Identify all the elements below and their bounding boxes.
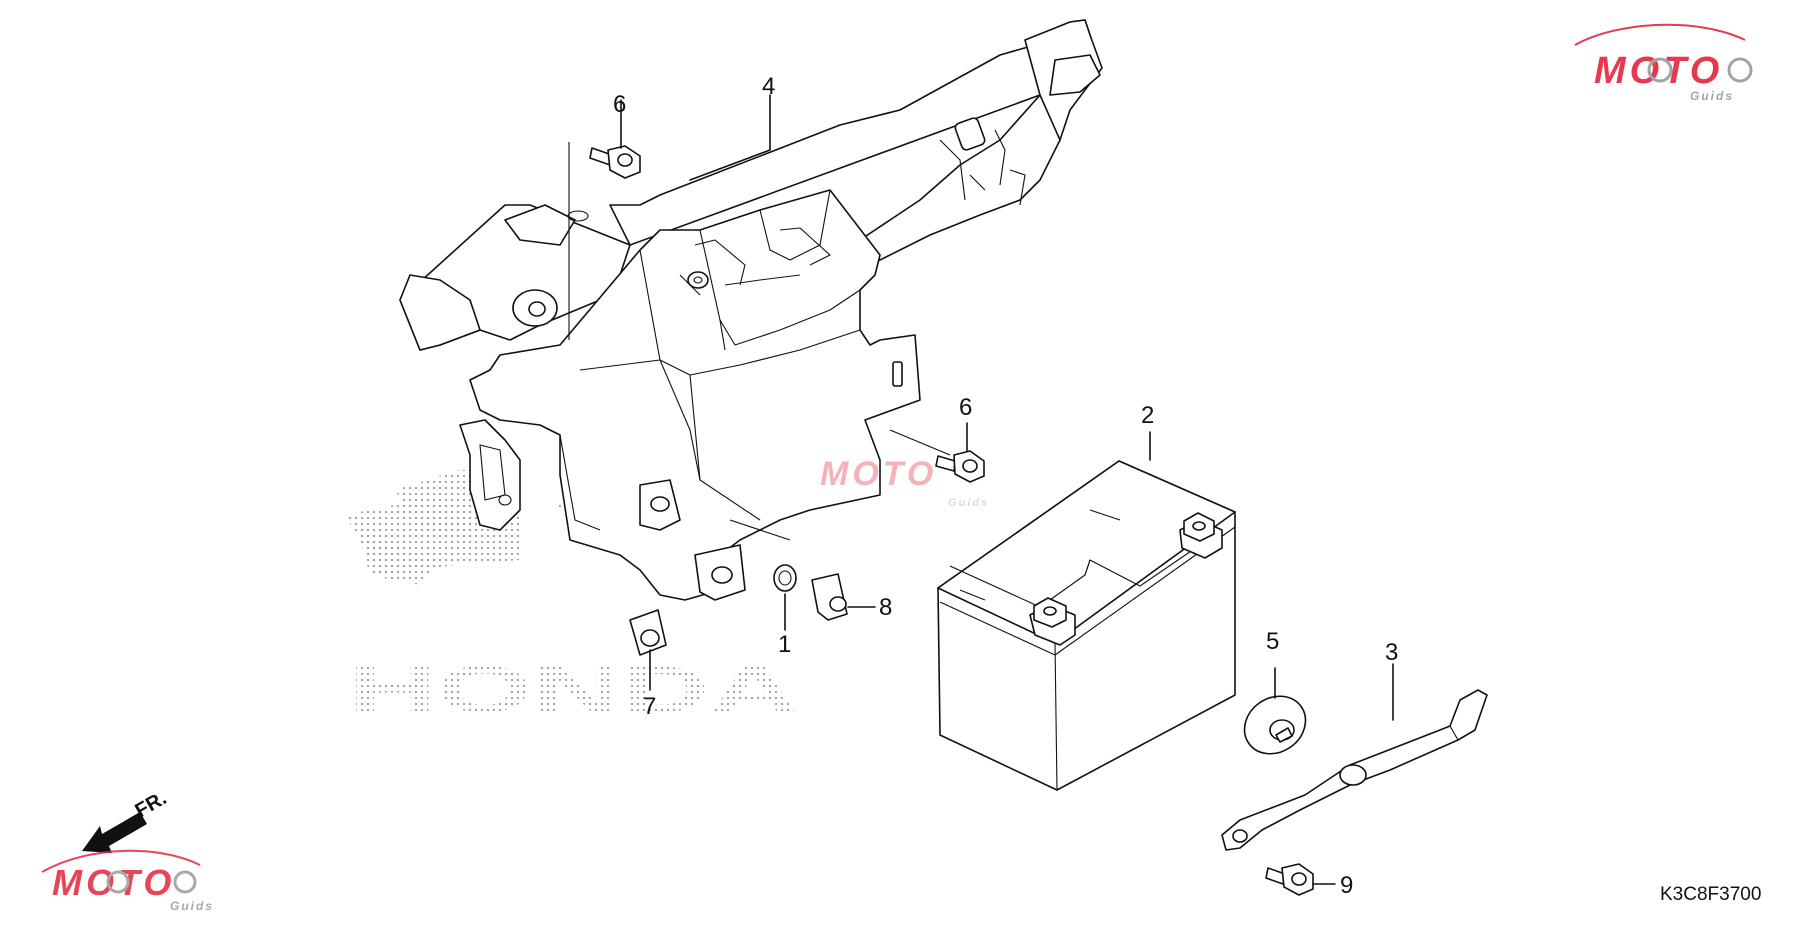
callout-4: 4 [762,73,775,100]
callout-6-lower: 6 [959,394,972,421]
clip-nut-8 [811,573,876,621]
flange-bolt-upper [589,99,641,179]
callout-2: 2 [1141,402,1154,429]
front-arrow-icon: FR. [82,787,170,853]
watermark-main-top: MOTO [1594,50,1723,92]
grommet [773,564,797,631]
battery [937,460,1236,791]
callout-labels: 6 4 6 2 8 1 7 5 3 9 [613,73,1398,899]
watermark-sub-center: Guids [948,497,989,509]
watermark-sub-bottom: Guids [170,899,214,913]
flange-bolt-lower [935,422,985,483]
callout-9: 9 [1340,872,1353,899]
moto-guids-logo-icon: MOTO Guids [820,455,989,509]
watermark-sub-top: Guids [1690,89,1734,103]
callout-8: 8 [879,594,892,621]
callout-7: 7 [643,693,656,720]
moto-guids-logo-icon: MOTO Guids [41,849,214,913]
leader-lines [689,94,1394,721]
battery-holding-plate [1221,689,1488,851]
callout-1: 1 [778,631,791,658]
watermark-main-bottom: MOTO [52,862,175,903]
honda-wordmark: HONDA [348,652,798,726]
callout-3: 3 [1385,639,1398,666]
flange-bolt-plate [1265,863,1336,896]
moto-guids-logo-icon: MOTO Guids [1574,23,1753,103]
rubber-cushion [1243,695,1307,755]
watermark-main-center: MOTO [820,455,937,493]
diagram-code: K3C8F3700 [1660,884,1761,905]
nut-clip-7 [629,609,667,691]
callout-5: 5 [1266,628,1279,655]
callout-6-upper: 6 [613,91,626,118]
battery-tray-bracket [399,19,1103,601]
